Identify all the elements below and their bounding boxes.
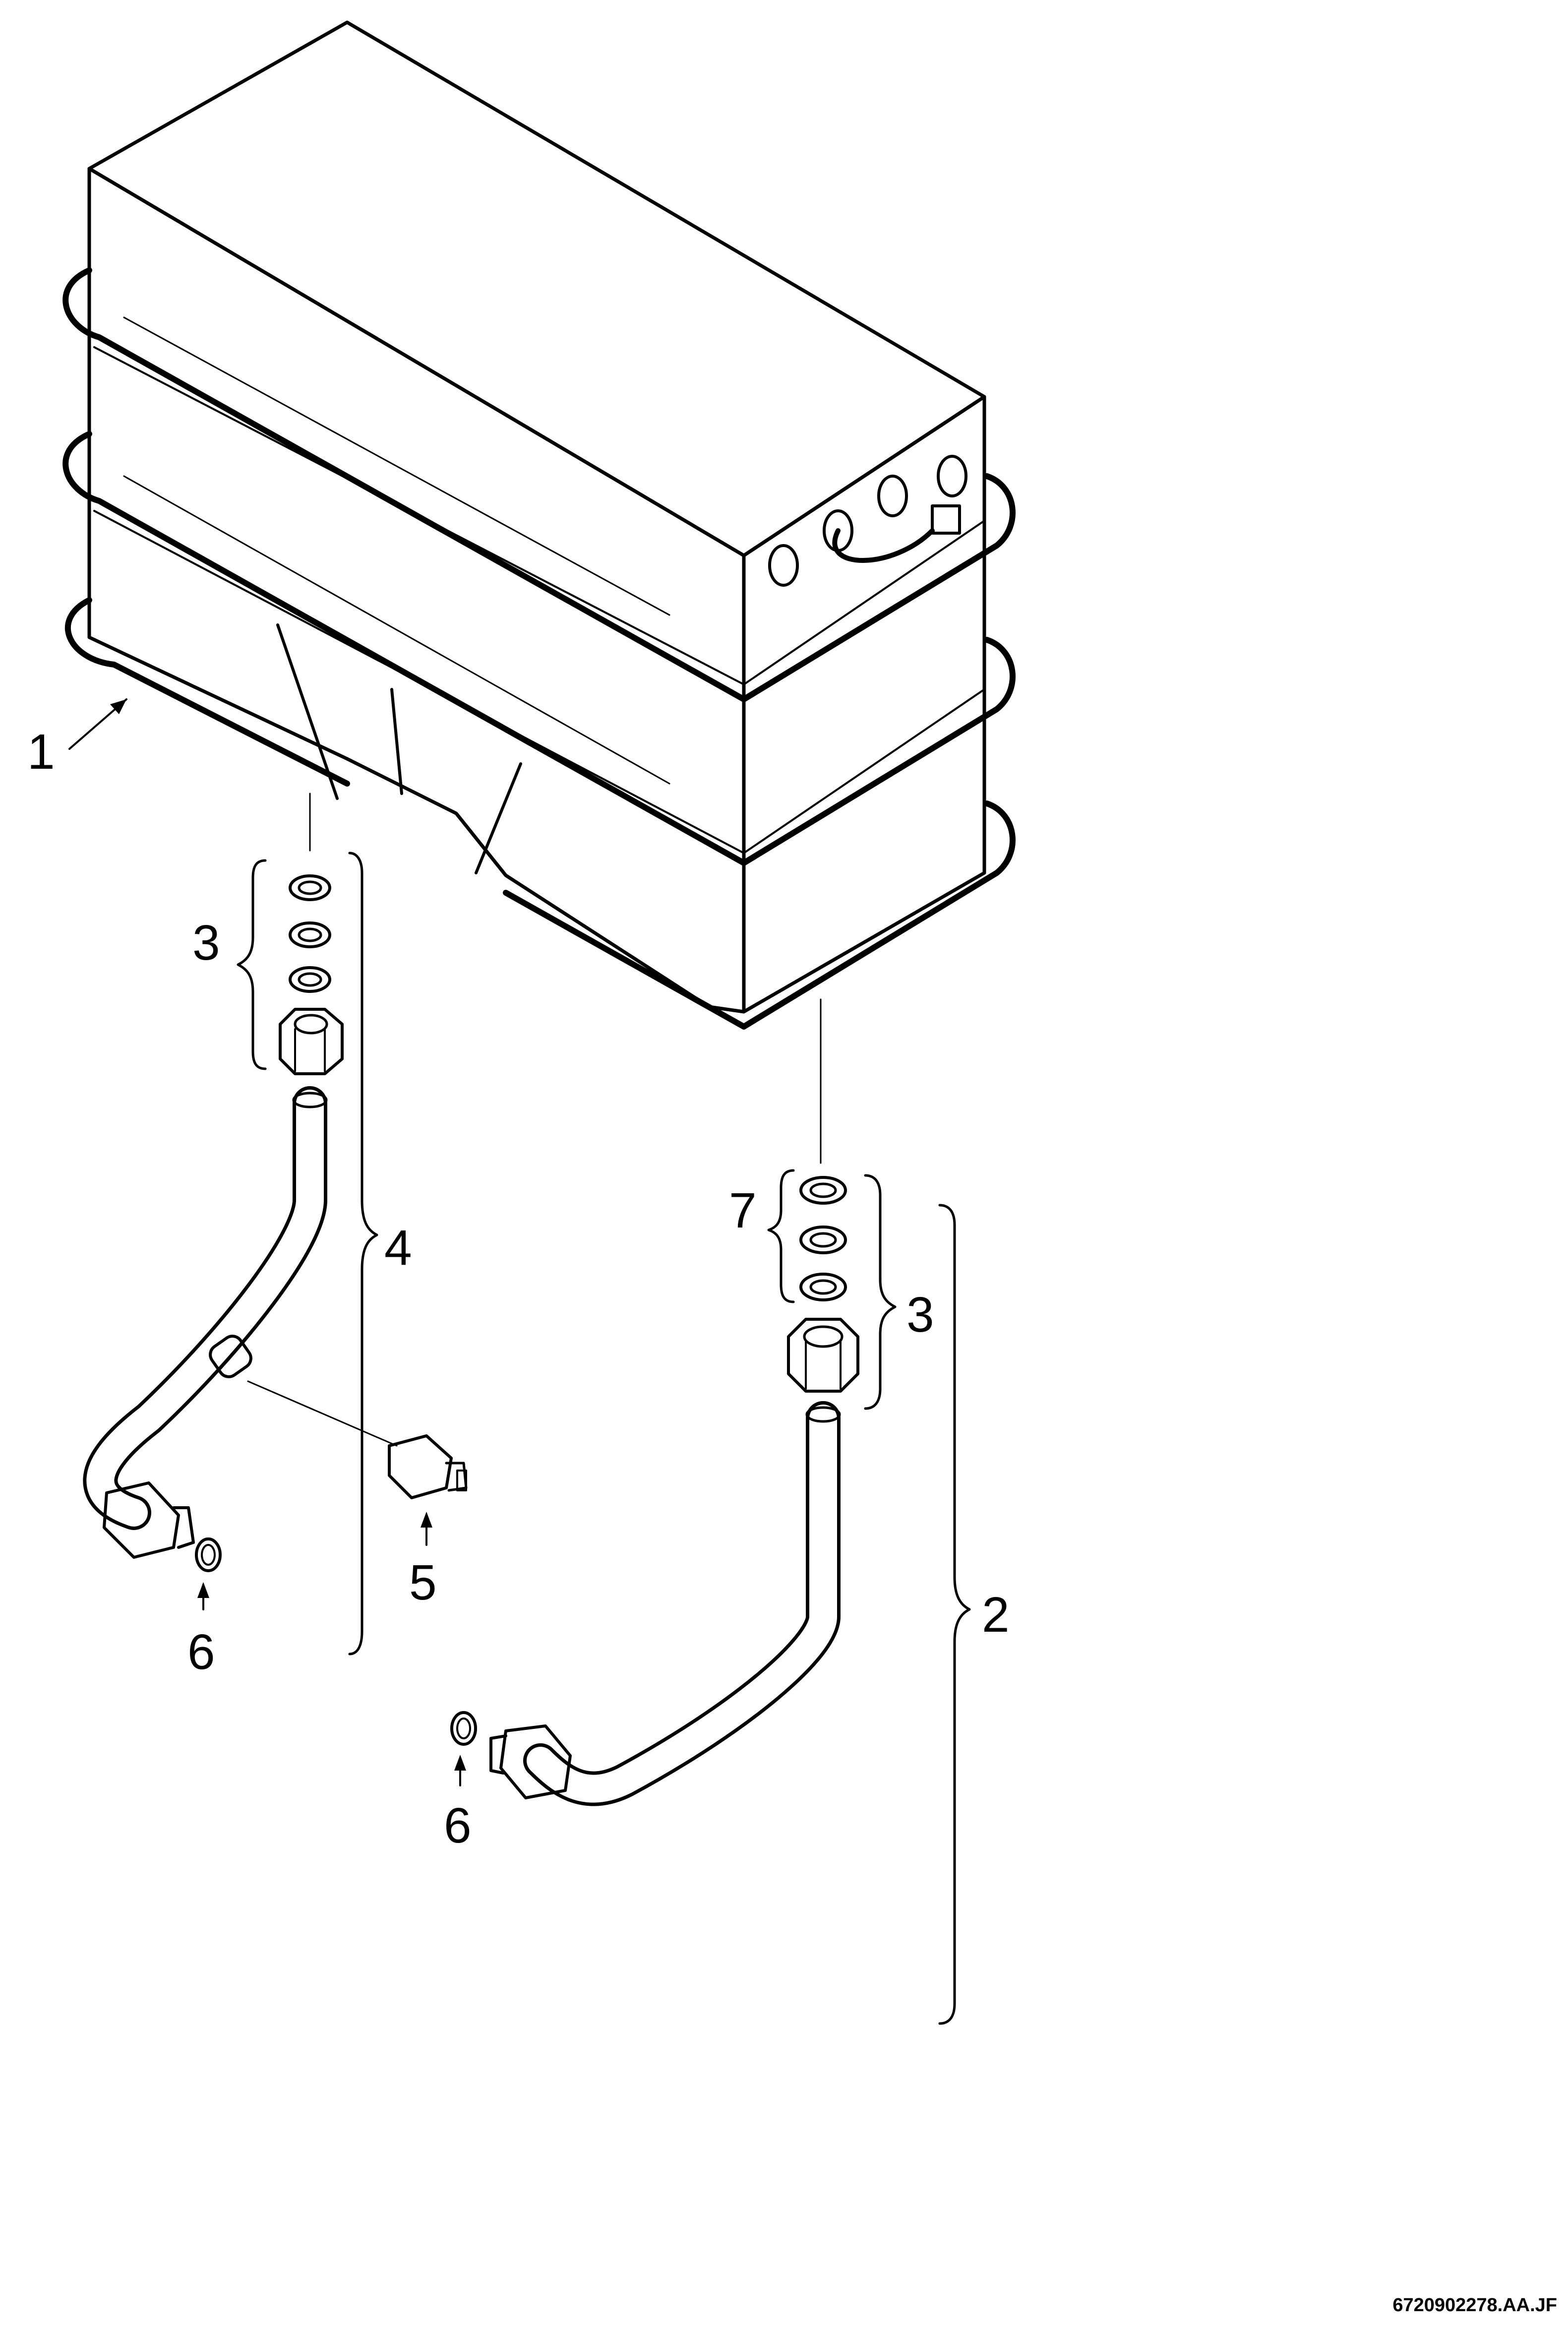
- pipe-left-end: [292, 1092, 328, 1108]
- panel-seam: [123, 316, 670, 616]
- washer-icon: [799, 1176, 847, 1205]
- callout-arrowhead: [110, 699, 126, 714]
- heat-exchanger-fin-block: [87, 20, 986, 557]
- callout-5: 5: [409, 1555, 437, 1610]
- heat-exchanger-front-face: [87, 167, 746, 1014]
- callout-7: 7: [729, 1183, 757, 1238]
- bracket-3-left: [237, 859, 267, 1070]
- hex-nut-icon: [787, 1318, 859, 1393]
- callout-arrowhead: [454, 1755, 466, 1771]
- washer-icon: [450, 1711, 477, 1746]
- callout-3-right: 3: [906, 1287, 934, 1343]
- bracket-7: [767, 1169, 795, 1303]
- pipe-right-inner: [527, 1405, 837, 1803]
- heat-exchanger-end-face: [742, 395, 986, 1014]
- panel-seam: [123, 475, 670, 785]
- callout-4: 4: [384, 1220, 412, 1276]
- pipe-right-end: [805, 1406, 841, 1423]
- panel-seam: [93, 510, 985, 854]
- pipe-left-inner: [86, 1090, 324, 1527]
- callout-6-right: 6: [444, 1798, 472, 1853]
- temperature-sensor-icon: [388, 1434, 468, 1499]
- callout-6-left: 6: [187, 1624, 215, 1680]
- tube-loop: [62, 267, 1016, 702]
- washer-icon: [289, 921, 331, 948]
- callout-3-left: 3: [192, 915, 220, 971]
- drawing-code: 6720902278.AA.JF: [1392, 2295, 1557, 2316]
- washer-icon: [289, 966, 331, 993]
- panel-seam: [93, 346, 985, 685]
- washer-icon: [799, 1273, 847, 1301]
- bracket-3-right: [864, 1174, 897, 1410]
- tube-loop: [62, 431, 1016, 866]
- washer-icon: [195, 1537, 222, 1572]
- hex-nut-icon: [279, 1008, 344, 1075]
- callout-arrowhead: [197, 1582, 209, 1598]
- callout-1: 1: [27, 724, 55, 780]
- callout-arrowhead: [421, 1512, 432, 1528]
- tube-loop: [65, 597, 1016, 1030]
- pipe-fitting-right: [489, 1724, 572, 1799]
- callout-2: 2: [982, 1587, 1010, 1643]
- heat-exchanger-bottom-duct: [276, 623, 522, 874]
- leader-line: [247, 1380, 398, 1447]
- end-pipe-stubs: [768, 455, 967, 587]
- bracket-4: [348, 852, 378, 1656]
- washer-icon: [289, 874, 331, 901]
- bracket-2: [938, 1204, 971, 2025]
- pipe-fitting-left: [103, 1481, 195, 1559]
- sensor-boss-icon: [209, 1335, 252, 1378]
- washer-icon: [799, 1226, 847, 1254]
- heat-exchanger-icon: [62, 20, 1016, 1030]
